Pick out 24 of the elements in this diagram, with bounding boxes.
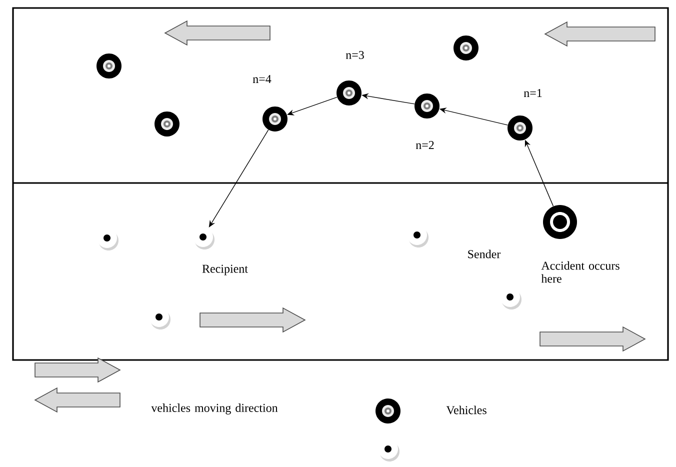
vehicle-icon bbox=[193, 227, 214, 250]
vehicle-icon bbox=[454, 36, 478, 60]
vehicle-icon bbox=[336, 80, 362, 106]
vehicle-icon bbox=[262, 106, 288, 132]
arrow bbox=[287, 96, 338, 116]
vehicle-icon bbox=[407, 225, 428, 248]
vehicle-icon bbox=[508, 116, 532, 140]
node-label: n=2 bbox=[416, 141, 434, 149]
vehicle-icon bbox=[97, 228, 118, 250]
legend-label: Vehicles bbox=[446, 406, 486, 414]
node-label: n=1 bbox=[524, 89, 542, 97]
vehicle-icon bbox=[414, 94, 440, 118]
vehicle-icon bbox=[96, 54, 122, 78]
arrow bbox=[208, 130, 269, 228]
node-label: n=4 bbox=[252, 75, 272, 83]
vehicle-icon bbox=[543, 205, 577, 239]
vehicle-icon bbox=[154, 112, 180, 136]
legend-label: vehicles moving direction bbox=[151, 404, 278, 414]
node-label: Accident occurs here bbox=[541, 261, 620, 283]
vehicle-icon bbox=[149, 307, 170, 330]
vehicle-icon bbox=[500, 287, 522, 310]
node-label: Recipient bbox=[202, 264, 248, 276]
node-label: n=3 bbox=[346, 50, 364, 60]
node-label: Sender bbox=[468, 250, 501, 258]
